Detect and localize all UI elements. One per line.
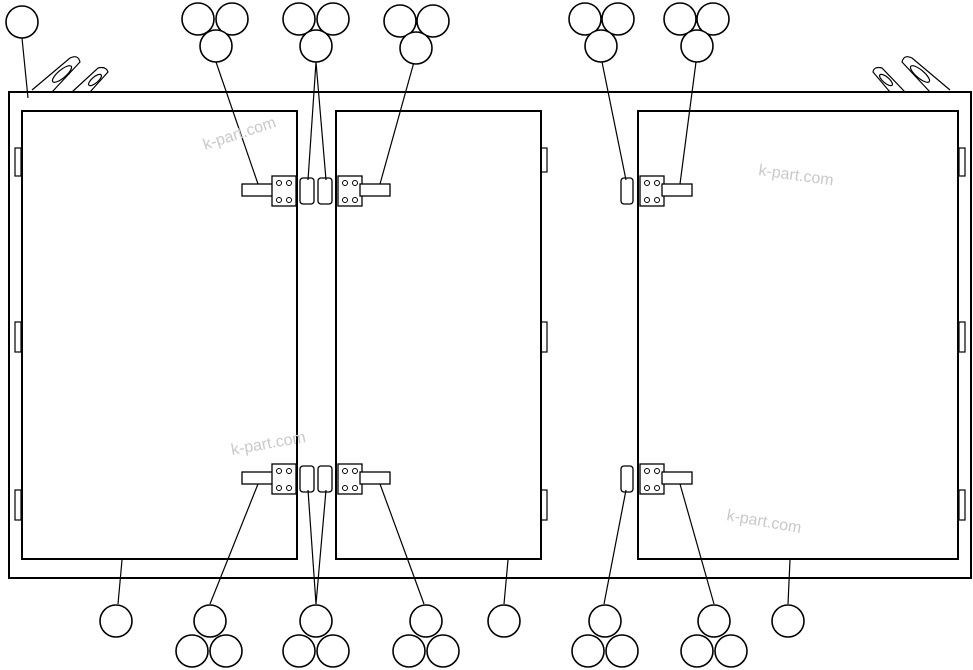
hinge-lower-3 bbox=[620, 463, 693, 495]
callout-circle bbox=[426, 634, 460, 668]
hinge-upper-1 bbox=[241, 175, 315, 207]
lift-tab-right bbox=[872, 56, 951, 93]
callout-circle bbox=[605, 634, 639, 668]
hinge-lower-1 bbox=[241, 463, 315, 495]
callout-circle bbox=[282, 634, 316, 668]
callout-circle bbox=[316, 634, 350, 668]
watermark: k-part.com bbox=[201, 114, 278, 154]
callout-circle bbox=[209, 634, 243, 668]
callout-circle bbox=[416, 4, 450, 38]
callout-circle bbox=[199, 29, 233, 63]
hinge-upper-3 bbox=[620, 175, 693, 207]
callout-circle bbox=[392, 634, 426, 668]
callout-circle bbox=[175, 634, 209, 668]
callout-circle bbox=[215, 2, 249, 36]
callout-circle bbox=[399, 31, 433, 65]
callout-circle bbox=[588, 604, 622, 638]
watermark: k-part.com bbox=[230, 429, 307, 459]
door-left bbox=[21, 110, 298, 560]
hinge-lower-2 bbox=[317, 463, 391, 495]
callout-circle bbox=[299, 604, 333, 638]
latch-marks bbox=[14, 147, 966, 521]
lift-tab-left bbox=[31, 56, 109, 93]
watermark: k-part.com bbox=[725, 507, 802, 537]
callout-circle bbox=[5, 5, 39, 39]
callout-circle bbox=[193, 604, 227, 638]
door-center bbox=[335, 110, 542, 560]
callout-circle bbox=[99, 604, 133, 638]
callout-circle bbox=[299, 29, 333, 63]
watermark: k-part.com bbox=[757, 162, 834, 189]
callout-circle bbox=[697, 604, 731, 638]
callout-bubbles-top bbox=[5, 2, 730, 65]
door-right bbox=[637, 110, 959, 560]
callout-circle bbox=[282, 2, 316, 36]
callout-circle bbox=[181, 2, 215, 36]
cabinet-frame bbox=[8, 91, 972, 579]
callout-bubbles-bottom bbox=[99, 604, 805, 668]
hinge-upper-2 bbox=[317, 175, 391, 207]
leader-lines bbox=[21, 37, 791, 605]
callout-circle bbox=[584, 29, 618, 63]
callout-circle bbox=[696, 2, 730, 36]
callout-circle bbox=[568, 2, 602, 36]
callout-circle bbox=[714, 634, 748, 668]
callout-circle bbox=[680, 29, 714, 63]
callout-circle bbox=[487, 604, 521, 638]
callout-circle bbox=[409, 604, 443, 638]
callout-circle bbox=[383, 4, 417, 38]
callout-circle bbox=[680, 634, 714, 668]
callout-circle bbox=[663, 2, 697, 36]
callout-circle bbox=[571, 634, 605, 668]
callout-circle bbox=[771, 604, 805, 638]
callout-circle bbox=[601, 2, 635, 36]
callout-circle bbox=[316, 2, 350, 36]
